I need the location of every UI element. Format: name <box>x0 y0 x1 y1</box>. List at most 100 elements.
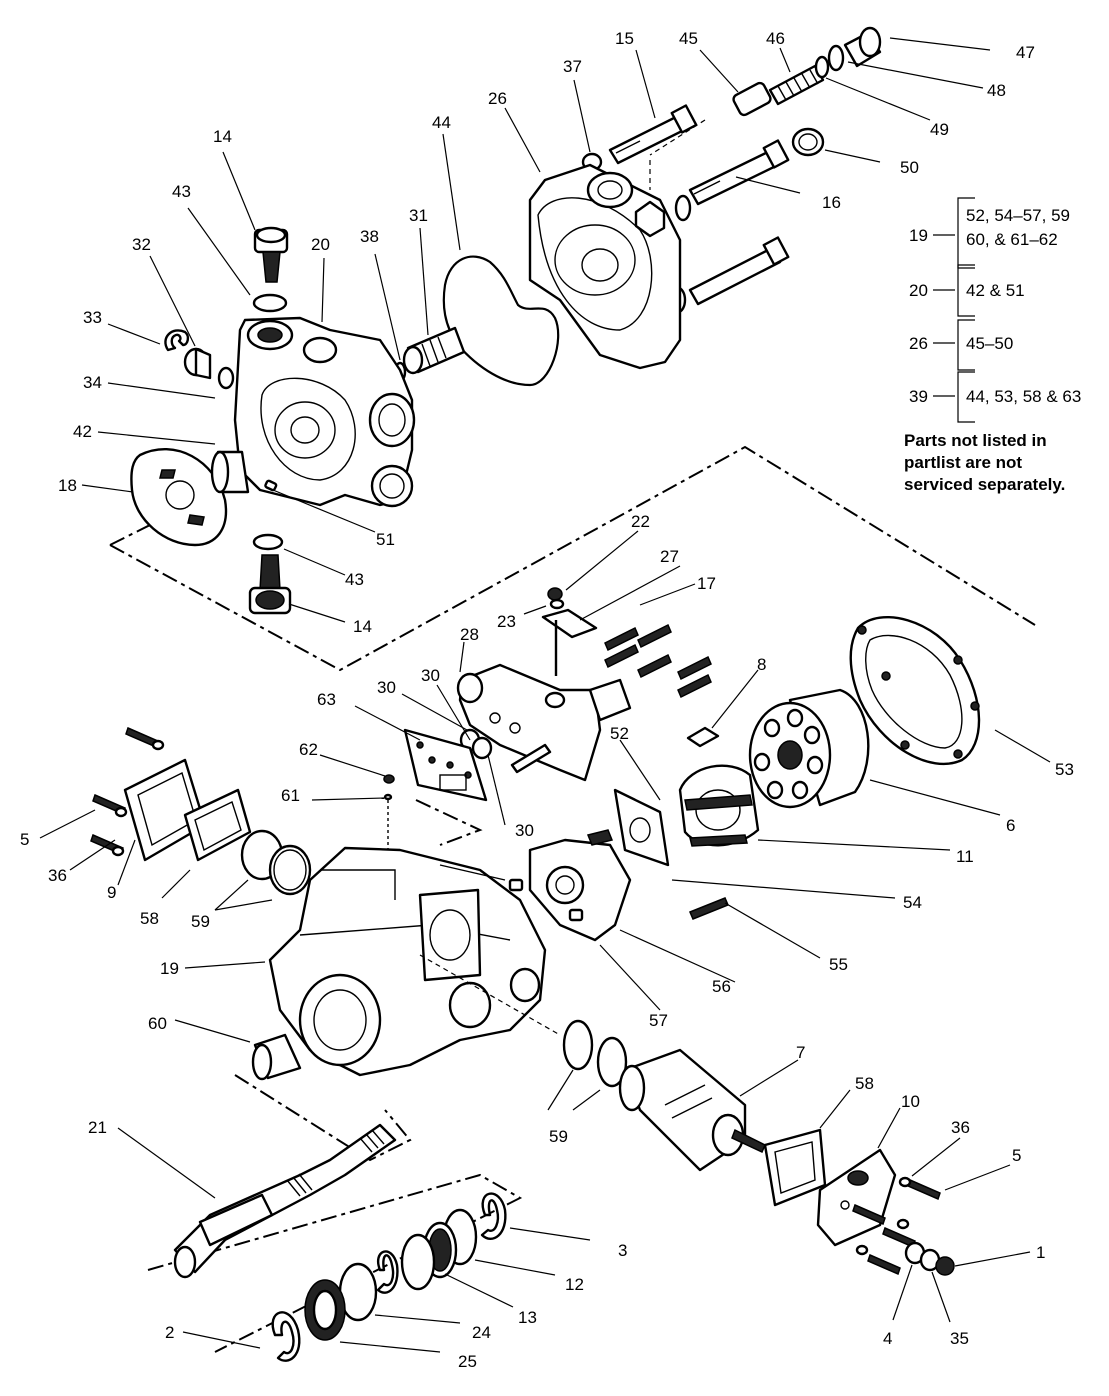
gasket-58a <box>183 788 252 862</box>
control-block-28 <box>456 663 632 782</box>
callout-19: 19 <box>160 959 179 978</box>
nut-22 <box>547 587 563 601</box>
callout-58-left: 58 <box>140 909 159 928</box>
callout-37: 37 <box>563 57 582 76</box>
valve-45 <box>732 81 772 117</box>
piston-7 <box>618 1048 766 1172</box>
callout-1: 1 <box>1036 1243 1045 1262</box>
plate-54 <box>613 788 670 867</box>
valve-housing-20 <box>233 316 416 508</box>
callout-35: 35 <box>950 1329 969 1348</box>
dowel-57 <box>508 878 524 892</box>
callout-9: 9 <box>107 883 116 902</box>
callout-47: 47 <box>1016 43 1035 62</box>
shim-49 <box>814 55 830 79</box>
snap-ring-3 <box>480 1192 507 1241</box>
ring-59b <box>268 844 312 896</box>
screw-62 <box>383 774 395 784</box>
legend-parts-39: 44, 53, 58 & 63 <box>966 387 1081 406</box>
end-cover-26 <box>528 163 682 370</box>
callout-36-right: 36 <box>951 1118 970 1137</box>
callout-34: 34 <box>83 373 102 392</box>
o-ring-43-upper <box>252 293 288 313</box>
pin-51 <box>264 479 278 492</box>
callout-54: 54 <box>903 893 922 912</box>
bracket-27 <box>541 608 598 639</box>
callout-10: 10 <box>901 1092 920 1111</box>
shaft-21 <box>173 1123 397 1279</box>
washer-61 <box>383 793 393 801</box>
callout-18: 18 <box>58 476 77 495</box>
callout-6: 6 <box>1006 816 1015 835</box>
callout-15: 15 <box>615 29 634 48</box>
screw-55 <box>689 897 729 920</box>
callout-32: 32 <box>132 235 151 254</box>
callout-63: 63 <box>317 690 336 709</box>
callout-36-left: 36 <box>48 866 67 885</box>
callout-3: 3 <box>618 1241 627 1260</box>
callout-14-upper: 14 <box>213 127 232 146</box>
plunger-31 <box>402 326 466 375</box>
callout-49: 49 <box>930 120 949 139</box>
callout-26: 26 <box>488 89 507 108</box>
callout-43-lower: 43 <box>345 570 364 589</box>
relief-valve-group <box>393 26 882 387</box>
legend-parts-19-line2: 60, & 61–62 <box>966 230 1058 249</box>
washer-36b <box>898 1176 912 1188</box>
ring-59d <box>596 1036 628 1088</box>
snap-ring-33 <box>164 329 190 352</box>
callout-23: 23 <box>497 612 516 631</box>
port-plate-18 <box>130 448 228 547</box>
o-ring-48 <box>827 44 845 72</box>
callout-8: 8 <box>757 655 766 674</box>
nut-1 <box>935 1256 955 1276</box>
bolt-16-shape <box>688 148 782 206</box>
callout-20: 20 <box>311 235 330 254</box>
spring-46 <box>768 64 825 106</box>
callout-58-right: 58 <box>855 1074 874 1093</box>
callout-12: 12 <box>565 1275 584 1294</box>
shaft-group <box>173 1123 507 1362</box>
cartridge-14-upper <box>253 226 289 283</box>
callout-13: 13 <box>518 1308 537 1327</box>
callout-11: 11 <box>956 847 974 866</box>
swashplate-11 <box>678 764 760 847</box>
callout-46: 46 <box>766 29 785 48</box>
callout-56: 56 <box>712 977 731 996</box>
plug-50 <box>791 127 825 157</box>
legend-assembly-20: 20 <box>909 281 928 300</box>
callout-4: 4 <box>883 1329 892 1348</box>
assembly-legend: 19 52, 54–57, 59 60, & 61–62 20 42 & 51 … <box>909 197 1081 423</box>
legend-parts-19-line1: 52, 54–57, 59 <box>966 206 1070 225</box>
cylinder-barrel-6 <box>748 688 870 809</box>
gasket-53 <box>849 615 981 766</box>
o-ring-30b <box>471 736 493 760</box>
plug-47 <box>843 26 882 68</box>
seal-24 <box>304 1279 346 1341</box>
callout-33: 33 <box>83 308 102 327</box>
callout-51: 51 <box>376 530 395 549</box>
callout-2: 2 <box>165 1323 174 1342</box>
callout-7: 7 <box>796 1043 805 1062</box>
callout-38: 38 <box>360 227 379 246</box>
control-group <box>383 587 712 858</box>
legend-assembly-26: 26 <box>909 334 928 353</box>
callout-59-right: 59 <box>549 1127 568 1146</box>
callout-30-a: 30 <box>377 678 396 697</box>
legend-parts-26: 45–50 <box>966 334 1013 353</box>
callout-27: 27 <box>660 547 679 566</box>
valve-block-group <box>130 226 416 615</box>
pin-8 <box>686 726 720 748</box>
callout-55: 55 <box>829 955 848 974</box>
gasket-58b <box>763 1128 827 1207</box>
callout-43-upper: 43 <box>172 182 191 201</box>
callout-31: 31 <box>409 206 428 225</box>
saddle-56 <box>528 829 632 942</box>
callout-24: 24 <box>472 1323 491 1342</box>
callout-30-b: 30 <box>421 666 440 685</box>
bolts-17 <box>604 623 712 699</box>
callout-60: 60 <box>148 1014 167 1033</box>
callout-21: 21 <box>88 1118 107 1137</box>
washer-23 <box>549 598 565 610</box>
callout-44: 44 <box>432 113 451 132</box>
